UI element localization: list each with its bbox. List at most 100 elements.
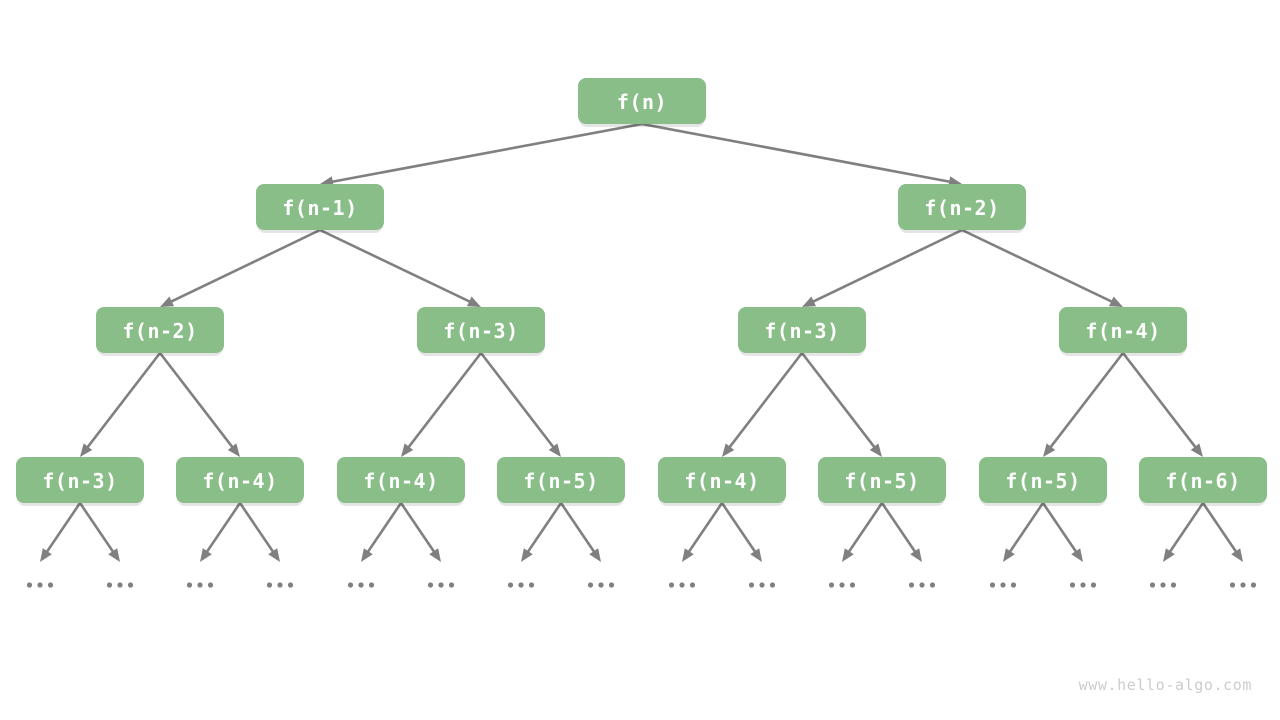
edge-n5-to-n12: [800, 352, 882, 457]
arrowhead-icon: [589, 548, 601, 562]
ellipsis-dot: [849, 582, 856, 588]
tree-node-n7[interactable]: f(n-3): [16, 457, 144, 506]
edge-line: [687, 502, 724, 554]
edge-line: [319, 228, 472, 304]
edge-n2-to-n6: [961, 228, 1123, 307]
node-label: f(n-1): [282, 196, 357, 220]
ellipsis-dot: [287, 582, 294, 588]
tree-node-n12[interactable]: f(n-5): [818, 457, 946, 506]
node-label: f(n-2): [924, 196, 999, 220]
ellipsis-dot: [26, 582, 33, 588]
ellipsis-dot: [1149, 582, 1156, 588]
ellipsis-dot: [448, 582, 455, 588]
edge-line: [366, 502, 403, 554]
tree-node-n9[interactable]: f(n-4): [337, 457, 465, 506]
edge-line: [78, 502, 115, 554]
edge-line: [526, 502, 563, 554]
tree-node-n1[interactable]: f(n-1): [256, 184, 384, 233]
node-label: f(n-5): [523, 469, 598, 493]
arrowhead-icon: [108, 548, 120, 562]
ellipsis-dot: [679, 582, 685, 588]
tree-node-n13[interactable]: f(n-5): [979, 457, 1107, 506]
ellipsis-group-3: [266, 582, 294, 588]
tree-node-n8[interactable]: f(n-4): [176, 457, 304, 506]
ellipsis-dot: [37, 582, 43, 588]
edge-n0-to-n1: [320, 122, 643, 187]
edge-line: [330, 122, 643, 184]
leaf-edge-6: [521, 502, 563, 562]
tree-node-n0[interactable]: f(n): [578, 78, 706, 127]
ellipsis-group-7: [587, 582, 615, 588]
arrowhead-icon: [1163, 548, 1175, 562]
arrowhead-icon: [401, 443, 414, 457]
nodes-layer: f(n) f(n-1) f(n-2) f(n-2) f(n-3) f(n-3) f(n-4)…: [16, 78, 1267, 506]
ellipsis-group-0: [26, 582, 54, 588]
arrowhead-icon: [910, 548, 922, 562]
arrowhead-icon: [429, 548, 441, 562]
edge-n4-to-n10: [479, 352, 561, 457]
ellipsis-dot: [1250, 582, 1257, 588]
leaf-edge-3: [238, 502, 280, 562]
ellipsis-group-4: [347, 582, 375, 588]
leaf-edge-5: [399, 502, 441, 562]
node-label: f(n): [617, 90, 667, 114]
edge-line: [800, 352, 877, 450]
tree-node-n11[interactable]: f(n-4): [658, 457, 786, 506]
edge-n4-to-n9: [401, 352, 483, 457]
ellipsis-group-15: [1229, 582, 1257, 588]
tree-node-n3[interactable]: f(n-2): [96, 307, 224, 356]
node-label: f(n-4): [202, 469, 277, 493]
ellipsis-dot: [608, 582, 615, 588]
ellipsis-group-6: [507, 582, 535, 588]
edge-n1-to-n3: [160, 228, 321, 307]
leaf-edge-11: [880, 502, 922, 562]
node-box: [1139, 457, 1267, 503]
node-label: f(n-4): [684, 469, 759, 493]
node-box: [256, 184, 384, 230]
ellipsis-dot: [277, 582, 283, 588]
node-label: f(n-3): [764, 319, 839, 343]
node-label: f(n-4): [363, 469, 438, 493]
arrowhead-icon: [722, 443, 735, 457]
arrowhead-icon: [466, 296, 481, 307]
tree-node-n14[interactable]: f(n-6): [1139, 457, 1267, 506]
ellipsis-group-8: [668, 582, 696, 588]
leaf-edge-15: [1201, 502, 1243, 562]
tree-node-n10[interactable]: f(n-5): [497, 457, 625, 506]
ellipsis-dot: [908, 582, 915, 588]
arrowhead-icon: [1231, 548, 1243, 562]
arrowhead-icon: [1108, 296, 1123, 307]
ellipsis-dot: [127, 582, 134, 588]
node-box: [176, 457, 304, 503]
ellipsis-dot: [1069, 582, 1076, 588]
node-label: f(n-6): [1165, 469, 1240, 493]
edge-line: [399, 502, 436, 554]
ellipsis-group-10: [828, 582, 856, 588]
ellipsis-dot: [106, 582, 113, 588]
node-box: [96, 307, 224, 353]
tree-node-n6[interactable]: f(n-4): [1059, 307, 1187, 356]
arrowhead-icon: [548, 443, 561, 457]
edge-line: [720, 502, 757, 554]
leaf-edge-4: [361, 502, 403, 562]
ellipsis-dot: [1160, 582, 1166, 588]
ellipsis-dot: [1010, 582, 1017, 588]
leaf-edge-13: [1041, 502, 1083, 562]
leaf-edge-2: [200, 502, 242, 562]
edge-line: [727, 352, 804, 450]
ellipsis-dot: [689, 582, 696, 588]
ellipsis-dot: [368, 582, 375, 588]
ellipsis-dot: [839, 582, 845, 588]
edge-n5-to-n11: [722, 352, 804, 457]
ellipsis-dot: [518, 582, 524, 588]
ellipsis-dot: [266, 582, 273, 588]
edge-line: [559, 502, 596, 554]
tree-node-n5[interactable]: f(n-3): [738, 307, 866, 356]
tree-node-n4[interactable]: f(n-3): [417, 307, 545, 356]
node-box: [818, 457, 946, 503]
node-label: f(n-3): [443, 319, 518, 343]
edge-line: [158, 352, 235, 450]
arrowhead-icon: [361, 548, 373, 562]
tree-node-n2[interactable]: f(n-2): [898, 184, 1026, 233]
ellipsis-group-14: [1149, 582, 1177, 588]
